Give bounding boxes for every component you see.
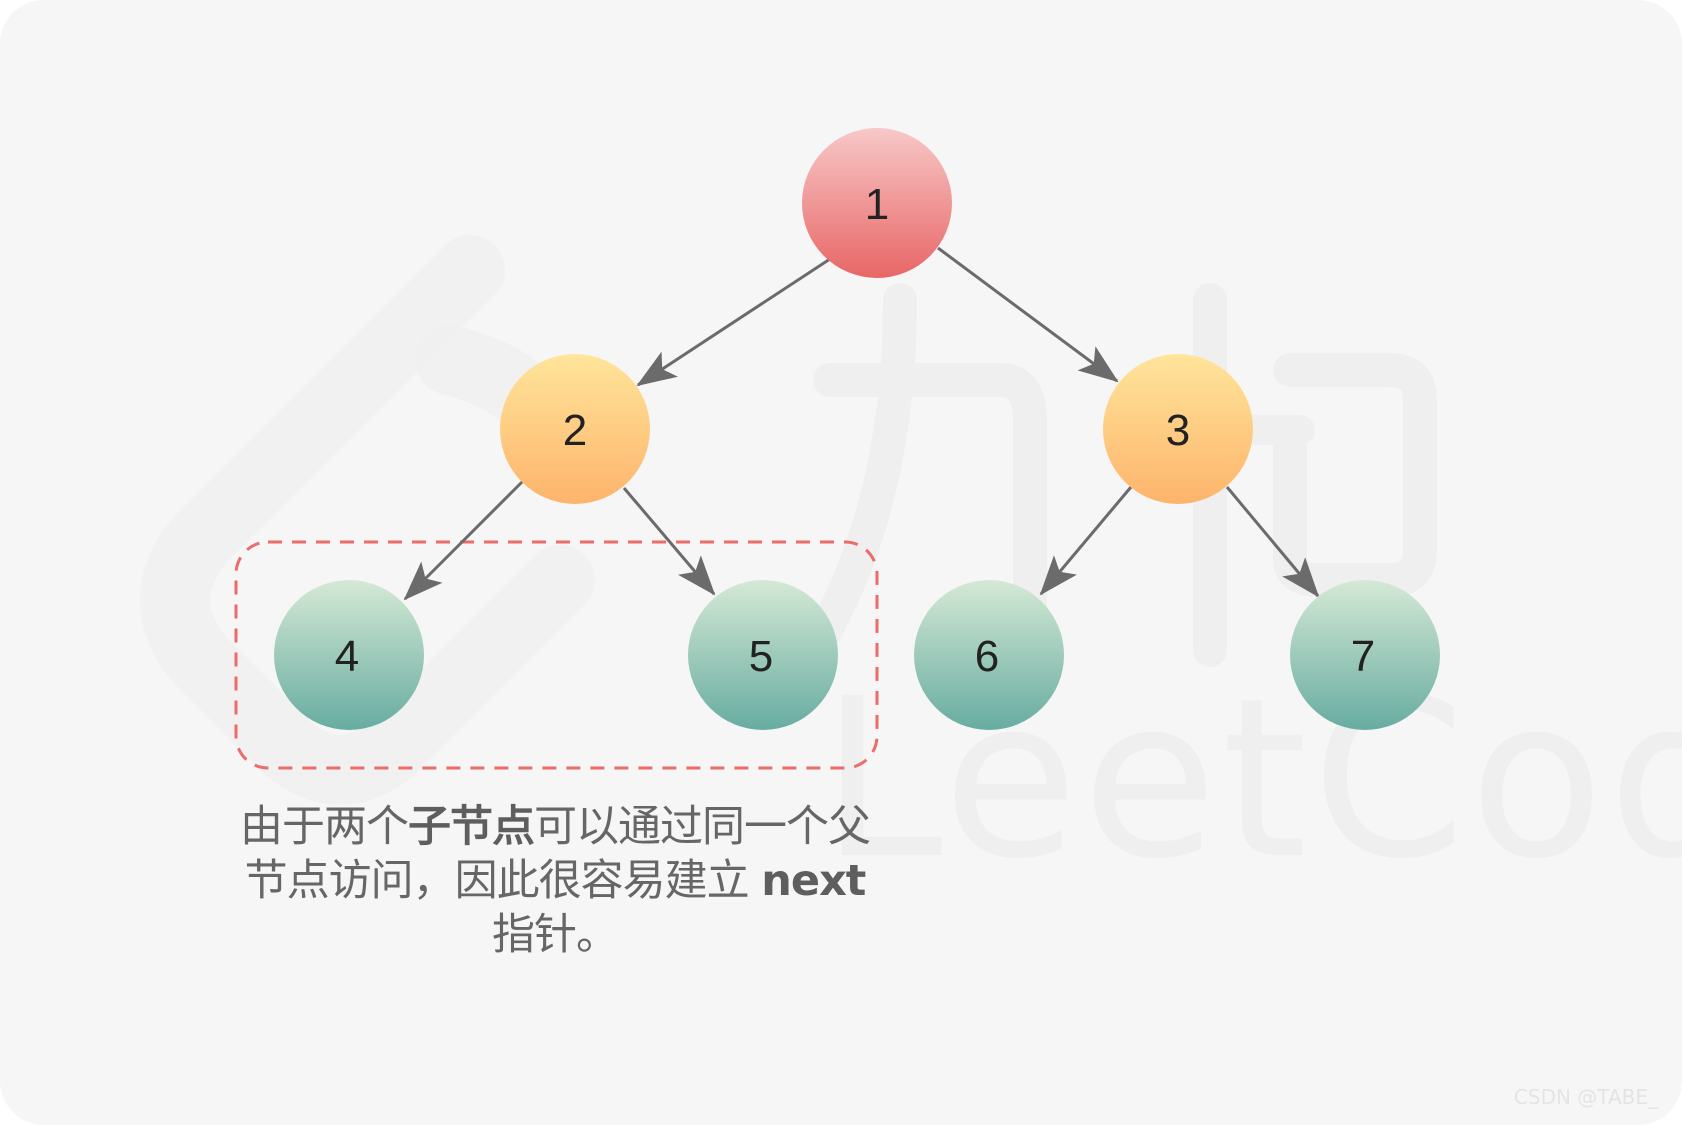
svg-text:7: 7 — [1351, 632, 1375, 681]
caption-bold-child-nodes: 子节点 — [408, 802, 535, 852]
csdn-credit-watermark: CSDN @TABE_ — [1513, 1085, 1658, 1109]
tree-node-7: 7 — [1290, 580, 1440, 730]
caption-part-1: 由于两个 — [240, 802, 409, 852]
tree-node-2: 2 — [500, 354, 650, 504]
edge-1-2 — [636, 257, 831, 387]
svg-text:5: 5 — [749, 632, 773, 681]
tree-node-1: 1 — [802, 128, 952, 278]
edge-3-7 — [1225, 486, 1320, 598]
edge-2-5 — [622, 487, 716, 596]
svg-text:3: 3 — [1166, 406, 1190, 455]
caption-bold-next: next — [761, 856, 866, 906]
caption-part-3: 指针。 — [492, 910, 619, 960]
tree-node-6: 6 — [914, 580, 1064, 730]
sibling-highlight-box — [234, 540, 879, 770]
tree-edges — [403, 246, 1320, 601]
svg-text:4: 4 — [335, 632, 359, 681]
svg-text:6: 6 — [975, 632, 999, 681]
caption-text: 由于两个子节点可以通过同一个父节点访问，因此很容易建立 next 指针。 — [240, 800, 871, 962]
tree-node-4: 4 — [274, 580, 424, 730]
edge-2-4 — [403, 479, 525, 601]
tree-node-3: 3 — [1103, 354, 1253, 504]
svg-text:1: 1 — [865, 180, 889, 229]
svg-text:2: 2 — [563, 406, 587, 455]
edge-1-3 — [937, 246, 1119, 383]
tree-node-5: 5 — [688, 580, 838, 730]
edge-3-6 — [1039, 486, 1133, 596]
caption-part-2: 可以通过同一个父节点访问，因此很容易建立 — [244, 802, 871, 906]
